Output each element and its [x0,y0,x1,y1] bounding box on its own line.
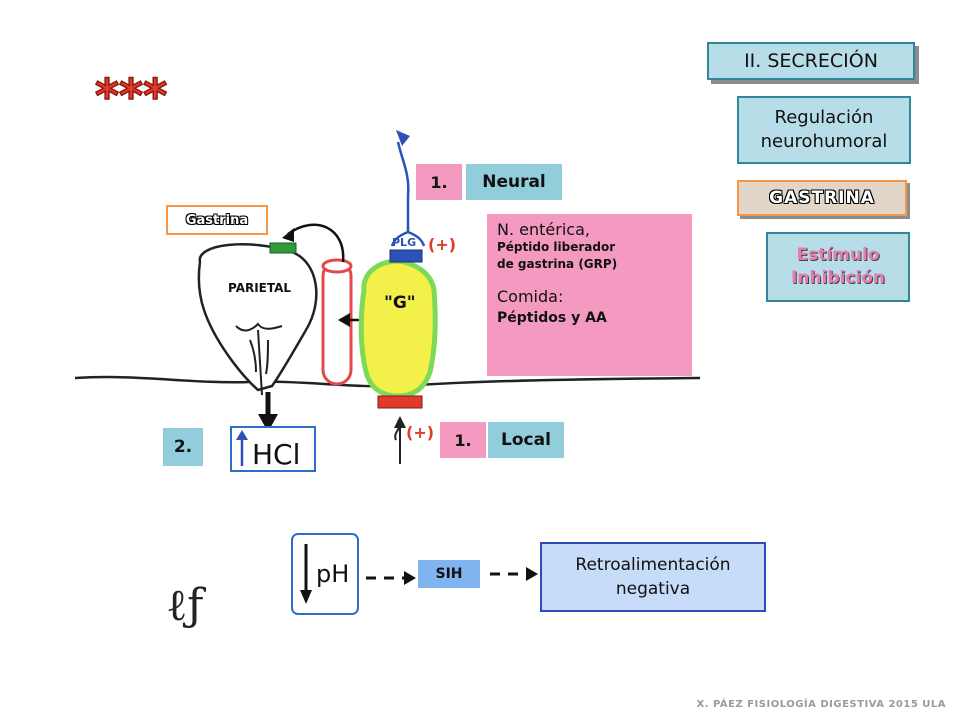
stimuli-panel: N. entérica, Péptido liberador de gastri… [487,214,692,376]
handwritten-squiggle: ℓƒ [166,580,206,631]
gastrina-tag: Gastrina [166,205,268,235]
parietal-label: PARIETAL [228,281,291,295]
feedback-line-2: negativa [615,579,691,599]
neural-number: 1. [416,164,462,200]
parietal-cell [197,243,318,392]
feedback-box: Retroalimentación negativa [540,542,766,612]
second-number: 2. [163,428,203,466]
receptor-label: PLG [392,236,416,249]
plus-bottom: (+) [406,423,434,442]
parietal-receptor [269,242,297,254]
g-cell-top-receptor [389,249,423,263]
sih-box: SIH [418,560,480,588]
secretion-arrowhead [258,414,278,432]
neural-fiber [390,141,426,247]
stimulus-text: Estímulo [796,245,880,265]
gastrin-path-arrow [287,223,345,263]
feedback-line-1: Retroalimentación [575,555,731,575]
stimuli-line-2: Péptido liberador [497,240,616,254]
g-cell [358,258,438,399]
section-title: II. SECRECIÓN [707,42,915,80]
sih-text: SIH [435,566,463,582]
gastrina-tag-text: Gastrina [185,212,249,228]
local-label: Local [488,422,564,458]
ph-label: pH [316,560,349,588]
stimuli-line-4: Comida: [497,287,564,306]
canaliculus [235,322,283,396]
regulation-line-2: neurohumoral [760,131,888,152]
plus-top: (+) [428,235,456,254]
stars-mark: *** [95,69,167,123]
local-number-text: 1. [454,430,472,450]
g-cell-bottom-receptor [377,395,423,409]
second-number-text: 2. [173,437,193,457]
section-title-text: II. SECRECIÓN [744,50,878,72]
neural-label: Neural [466,164,562,200]
local-label-text: Local [501,430,551,450]
footer-credit: X. PÁEZ FISIOLOGÍA DIGESTIVA 2015 ULA [696,699,946,710]
neural-number-text: 1. [430,172,448,192]
hcl-box [230,426,316,472]
inhibition-text: Inhibición [790,268,886,288]
gastrina-box: GASTRINA [737,180,907,216]
neural-label-text: Neural [482,172,546,192]
stimuli-line-1: N. entérica, [497,220,590,239]
regulation-line-1: Regulación [774,107,874,128]
hcl-label: HCl [252,438,300,471]
stimuli-line-5: Péptidos y AA [497,310,607,326]
mucosa-line [74,375,701,388]
g-cell-label: "G" [384,293,416,313]
gastrina-text: GASTRINA [769,188,875,208]
regulation-box: Regulación neurohumoral [737,96,911,164]
local-number: 1. [440,422,486,458]
stimuli-line-3: de gastrina (GRP) [497,257,618,271]
